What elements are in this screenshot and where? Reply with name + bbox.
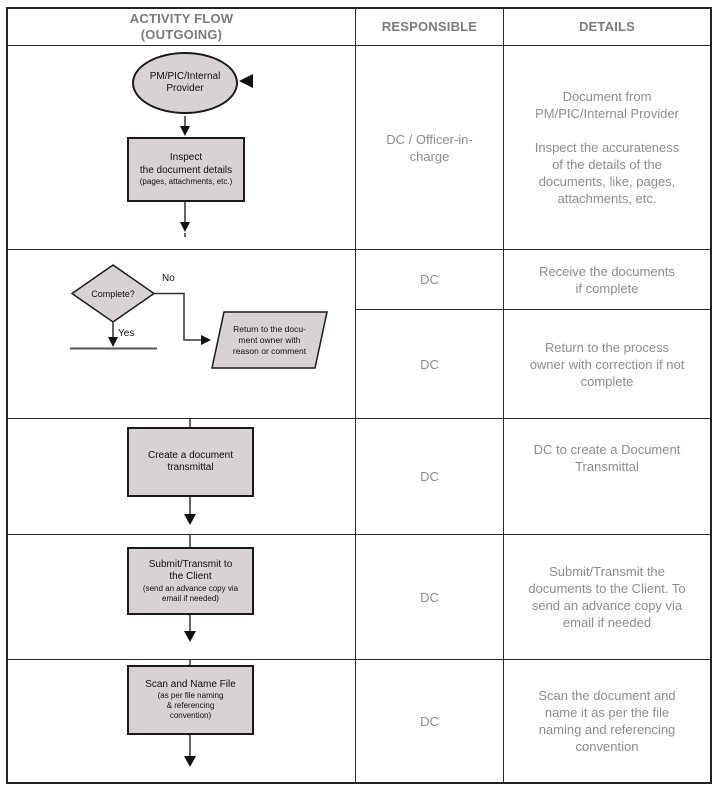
- process-box-scan-name: Scan and Name File (as per file naming &…: [127, 665, 254, 735]
- yes-down-arrow-icon: [108, 322, 118, 347]
- flow-row-decision: Complete? No Yes Return to the docu- men…: [8, 250, 356, 419]
- details-row4: Submit/Transmit the documents to the Cli…: [504, 535, 710, 660]
- start-terminator: PM/PIC/Internal Provider: [132, 52, 238, 114]
- flow-row-scan-name: Scan and Name File (as per file naming &…: [8, 660, 356, 782]
- down-arrow-icon: [184, 497, 196, 525]
- decision-label: Complete?: [91, 288, 135, 299]
- process-box-create-transmittal: Create a document transmittal: [127, 427, 254, 497]
- process-box-sublabel: (send an advance copy via email if neede…: [142, 583, 239, 603]
- process-box-sublabel: (pages, attachments, etc.): [139, 177, 233, 186]
- process-box-inspect: Inspect the document details (pages, att…: [127, 137, 245, 202]
- edge-label-yes: Yes: [118, 328, 135, 339]
- down-arrow-icon: [184, 735, 196, 767]
- down-arrow-icon: [184, 615, 196, 642]
- responsible-row2a: DC: [356, 250, 504, 310]
- header-details: DETAILS: [504, 9, 710, 46]
- return-parallelogram-label: Return to the docu- ment owner with reas…: [232, 323, 307, 356]
- details-row1: Document from PM/PIC/Internal Provider I…: [504, 46, 710, 250]
- responsible-row5: DC: [356, 660, 504, 782]
- process-box-label: Inspect the document details: [139, 152, 233, 176]
- header-responsible: RESPONSIBLE: [356, 9, 504, 46]
- process-box-submit-transmit: Submit/Transmit to the Client (send an a…: [127, 547, 254, 615]
- responsible-row4: DC: [356, 535, 504, 660]
- edge-label-no: No: [162, 273, 175, 284]
- responsible-row2b: DC: [356, 310, 504, 419]
- no-branch-connector: [154, 292, 211, 345]
- details-row5: Scan the document and name it as per the…: [538, 688, 676, 754]
- flow-row-create-transmittal: Create a document transmittal: [8, 419, 356, 535]
- flow-row-receive-inspect: PM/PIC/Internal Provider Inspect the doc…: [8, 46, 356, 250]
- flow-row-submit-transmit: Submit/Transmit to the Client (send an a…: [8, 535, 356, 660]
- process-box-label: Create a document transmittal: [147, 449, 234, 474]
- down-arrow-icon: [180, 202, 190, 237]
- details-row2a: Receive the documents if complete: [504, 250, 710, 310]
- incoming-arrowhead-icon: [239, 74, 253, 88]
- process-box-label: Scan and Name File: [145, 678, 236, 690]
- process-box-label: Submit/Transmit to the Client: [148, 558, 233, 583]
- responsible-row3: DC: [356, 419, 504, 535]
- procedure-table: ACTIVITY FLOW (OUTGOING) RESPONSIBLE DET…: [6, 7, 712, 784]
- process-box-sublabel: (as per file naming & referencing conven…: [157, 691, 224, 721]
- header-activity-flow: ACTIVITY FLOW (OUTGOING): [8, 9, 356, 46]
- responsible-row1: DC / Officer-in- charge: [356, 46, 504, 250]
- details-row3: DC to create a Document Transmittal: [504, 419, 710, 535]
- down-arrow-icon: [180, 116, 190, 136]
- details-row2b: Return to the process owner with correct…: [504, 310, 710, 419]
